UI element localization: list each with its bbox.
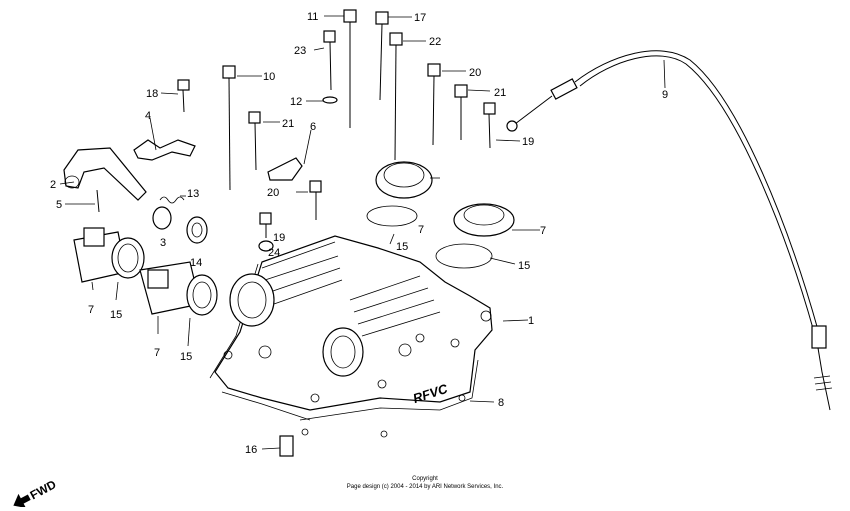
label-12: 12 bbox=[290, 96, 302, 108]
label-7-left-a: 7 bbox=[88, 304, 94, 316]
label-4: 4 bbox=[145, 110, 151, 122]
label-5: 5 bbox=[56, 199, 62, 211]
label-21-left: 21 bbox=[282, 118, 294, 130]
cover-bolts bbox=[96, 9, 496, 457]
arrow-icon bbox=[13, 493, 31, 507]
label-18: 18 bbox=[146, 88, 158, 100]
label-20-right: 20 bbox=[469, 67, 481, 79]
fwd-arrow: FWD bbox=[13, 477, 59, 507]
label-7-left-b: 7 bbox=[154, 347, 160, 359]
label-10: 10 bbox=[263, 71, 275, 83]
part-labels: 1 2 3 4 5 6 7 7 7 7 8 9 10 11 12 13 14 1… bbox=[50, 11, 668, 456]
decompressor-parts bbox=[63, 139, 303, 252]
page-design-credit: Page design (c) 2004 - 2014 by ARI Netwo… bbox=[346, 484, 504, 490]
label-19-right: 19 bbox=[522, 136, 534, 148]
label-15-left-b: 15 bbox=[180, 351, 192, 363]
label-8: 8 bbox=[498, 397, 504, 409]
label-14: 14 bbox=[190, 257, 202, 269]
label-9: 9 bbox=[662, 89, 668, 101]
label-15-left-a: 15 bbox=[110, 309, 122, 321]
label-2: 2 bbox=[50, 179, 56, 191]
label-1: 1 bbox=[528, 315, 534, 327]
label-15-top: 15 bbox=[396, 241, 408, 253]
label-13: 13 bbox=[187, 188, 199, 200]
label-6: 6 bbox=[310, 121, 316, 133]
label-16: 16 bbox=[245, 444, 257, 456]
label-19-left: 19 bbox=[273, 232, 285, 244]
leader-lines bbox=[59, 15, 666, 450]
tappet-caps bbox=[73, 161, 515, 316]
cylinder-head-cover bbox=[209, 235, 493, 438]
label-20-left: 20 bbox=[267, 187, 279, 199]
label-11: 11 bbox=[307, 11, 318, 23]
label-21-right: 21 bbox=[494, 87, 506, 99]
label-24: 24 bbox=[268, 247, 280, 259]
label-7-top: 7 bbox=[418, 224, 424, 236]
label-7-right: 7 bbox=[540, 225, 546, 237]
label-15-right: 15 bbox=[518, 260, 530, 272]
label-3: 3 bbox=[160, 237, 166, 249]
label-23: 23 bbox=[294, 45, 306, 57]
label-22: 22 bbox=[429, 36, 441, 48]
cable bbox=[506, 50, 833, 411]
label-17: 17 bbox=[414, 12, 426, 24]
copyright-line: Copyright bbox=[412, 476, 438, 482]
